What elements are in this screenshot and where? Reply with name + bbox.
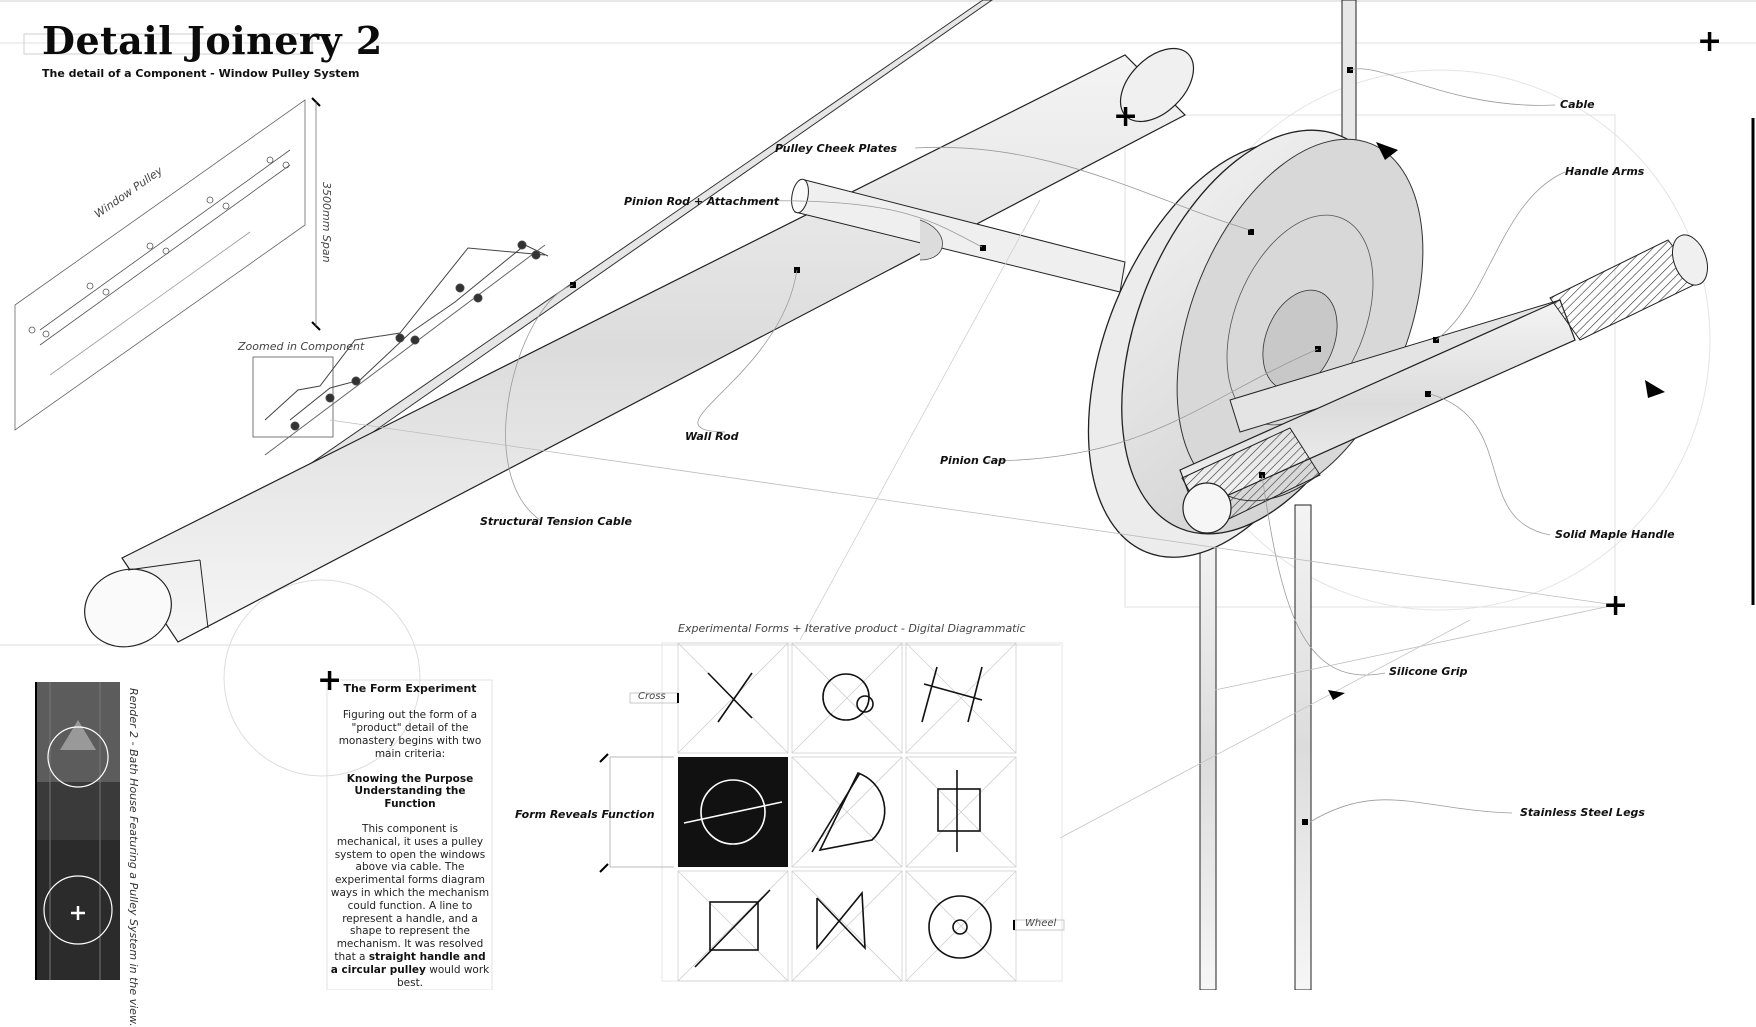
callout-marker-handle-arm-2	[1425, 391, 1431, 397]
leader-lines	[329, 68, 1616, 839]
wheel-label: Wheel	[1025, 918, 1057, 929]
label-solid-maple-handle: Solid Maple Handle	[1555, 528, 1675, 541]
construction-circle-a	[223, 579, 421, 777]
pulley-wheel	[1087, 129, 1424, 558]
zoomed-component	[252, 240, 549, 456]
label-cable: Cable	[1560, 98, 1595, 111]
pinion-rod	[791, 178, 1126, 293]
crosshair-marker-right: +	[1603, 588, 1629, 623]
page-subtitle: The detail of a Component - Window Pulle…	[42, 67, 360, 80]
span-label: 3500mm Span	[320, 182, 333, 263]
form-wheel-inner	[952, 919, 968, 935]
form-wheel-outer	[928, 895, 992, 959]
crosshair-marker-top-right: +	[1697, 24, 1723, 59]
text-panel-frame	[326, 679, 493, 990]
title-frame	[23, 33, 313, 55]
crosshair-marker-wheel: +	[1113, 99, 1139, 134]
vertical-cable	[1341, 0, 1357, 161]
page-title: Detail Joinery 2	[42, 18, 383, 63]
forms-title: Experimental Forms + Iterative product -…	[678, 622, 1026, 635]
zoom-label: Zoomed in Component	[238, 340, 365, 353]
drawing-layer	[0, 0, 1756, 990]
panel-criteria: Knowing the Purpose Understanding the Fu…	[330, 773, 490, 811]
form-circle-small	[856, 695, 874, 713]
label-pinion-cap: Pinion Cap	[940, 454, 1007, 467]
render-caption: Render 2 - Bath House Featuring a Pulley…	[127, 688, 140, 1027]
forms-grid	[599, 642, 1065, 982]
handle-grip-lower	[1181, 427, 1321, 534]
panel-body-tail: would work best.	[396, 963, 490, 989]
callout-marker-legs	[1302, 819, 1308, 825]
arrow-handle	[1645, 380, 1665, 398]
callout-marker-pinion-rod	[980, 245, 986, 251]
handle-grip-upper	[1549, 234, 1708, 341]
label-stainless-steel-legs: Stainless Steel Legs	[1520, 806, 1645, 819]
window-pulley-overview	[14, 97, 321, 431]
form-reveals-function-label: Form Reveals Function	[515, 808, 655, 821]
label-pulley-cheek-plates: Pulley Cheek Plates	[775, 142, 897, 155]
label-pinion-rod: Pinion Rod + Attachment	[624, 195, 780, 208]
form-cross-b	[717, 672, 753, 723]
label-structural-tension-cable: Structural Tension Cable	[480, 515, 633, 528]
label-wall-rod: Wall Rod	[685, 430, 739, 443]
panel-criteria-1: Knowing the Purpose	[346, 772, 474, 785]
panel-body: This component is mechanical, it uses a …	[330, 823, 490, 989]
wall-rod	[84, 47, 1195, 648]
label-handle-arms: Handle Arms	[1565, 165, 1645, 178]
render-image	[35, 682, 120, 980]
panel-heading: The Form Experiment	[343, 682, 477, 695]
panel-body-text: This component is mechanical, it uses a …	[330, 822, 490, 963]
form-experiment-panel: The Form Experiment Figuring out the for…	[330, 682, 490, 990]
panel-intro: Figuring out the form of a "product" det…	[338, 709, 482, 760]
panel-criteria-2: Understanding the Function	[354, 785, 466, 811]
crosshair-marker-panel: +	[317, 663, 343, 698]
stainless-steel-legs	[1199, 504, 1312, 990]
panel-body-bold: straight handle and a circular pulley	[330, 950, 486, 976]
label-silicone-grip: Silicone Grip	[1389, 665, 1468, 678]
arrow-grip	[1328, 690, 1345, 700]
form-cross-a	[707, 672, 753, 719]
arrow-cable	[1376, 142, 1398, 160]
cross-label: Cross	[638, 691, 666, 702]
callout-marker-cheek-plate	[1248, 229, 1254, 235]
